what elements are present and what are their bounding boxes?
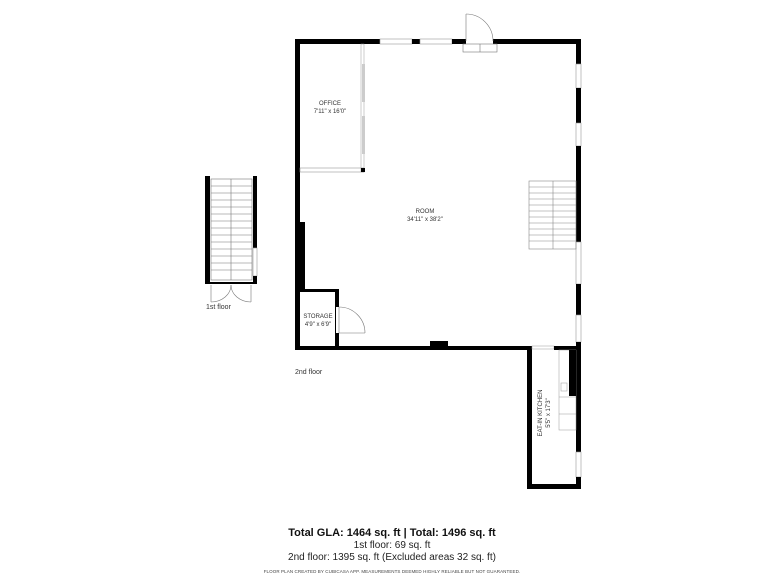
room-name: EAT-IN KITCHEN — [538, 389, 544, 437]
room-name: STORAGE — [303, 314, 333, 320]
floor-label-second: 2nd floor — [295, 369, 323, 376]
room-dimensions: 7'11" x 16'0" — [313, 109, 347, 115]
room-label-storage: STORAGE 4'9" x 6'9" — [300, 313, 336, 329]
room-dimensions: 34'11" x 38'2" — [407, 217, 443, 223]
room-label-kitchen: EAT-IN KITCHEN 5'5" x 17'3" — [537, 388, 553, 438]
room-name: OFFICE — [319, 101, 341, 107]
room-dimensions: 4'9" x 6'9" — [304, 322, 332, 328]
second-floor-area: 2nd floor: 1395 sq. ft (Excluded areas 3… — [288, 552, 496, 563]
stairs-icon — [210, 178, 253, 281]
area-summary: Total GLA: 1464 sq. ft | Total: 1496 sq.… — [0, 527, 784, 564]
door-icon — [462, 13, 498, 53]
room-label-office: OFFICE 7'11" x 16'0" — [305, 100, 355, 116]
first-floor-area: 1st floor: 69 sq. ft — [353, 540, 431, 551]
room-name: ROOM — [415, 209, 435, 215]
second-floor-walls — [295, 13, 582, 489]
first-floor-stairwell — [205, 176, 258, 303]
disclaimer: FLOOR PLAN CREATED BY CUBICASA APP. MEAS… — [263, 569, 521, 574]
stairs-icon — [528, 180, 577, 250]
floor-label-first: 1st floor — [206, 304, 231, 311]
double-door-icon — [210, 284, 252, 303]
storage-door-icon — [338, 306, 366, 334]
room-label-room: ROOM 34'11" x 38'2" — [395, 208, 455, 224]
room-dimensions: 5'5" x 17'3" — [546, 398, 552, 428]
total-area: Total GLA: 1464 sq. ft | Total: 1496 sq.… — [288, 527, 496, 539]
